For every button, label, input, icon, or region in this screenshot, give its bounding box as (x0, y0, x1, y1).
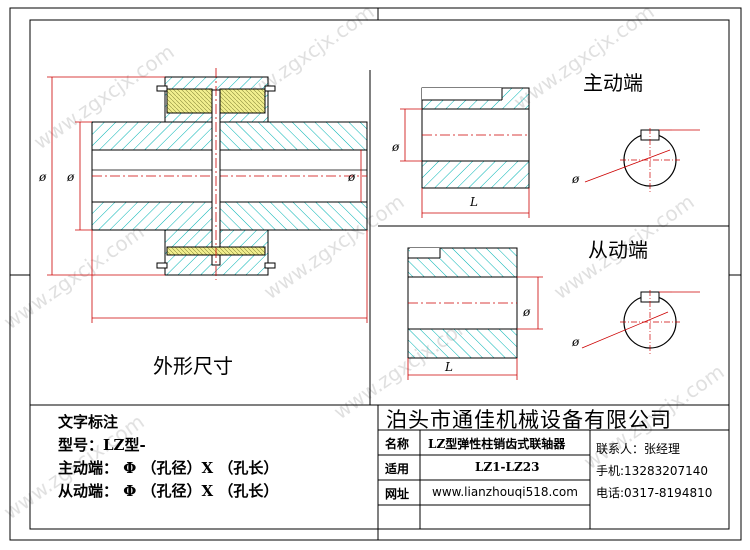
outline-view-title: 外形尺寸 (153, 354, 233, 378)
annotation-model: 型号：LZ型- (58, 436, 146, 454)
driving-length-symbol: L (470, 195, 478, 209)
driving-end-dimensions (400, 108, 530, 218)
driven-end-title: 从动端 (588, 238, 648, 262)
phone-number: 电话:0317-8194810 (596, 486, 713, 500)
driving-end-bore-circle (584, 128, 700, 192)
annotation-driven: 从动端： Φ （孔径）X （孔长） (58, 482, 279, 500)
outline-dimensions (47, 76, 368, 323)
annotation-heading: 文字标注 (58, 413, 119, 431)
name-label: 名称 (385, 437, 410, 451)
annotation-driving: 主动端： Φ （孔径）X （孔长） (58, 459, 279, 477)
driven-circle-dia-symbol: ø (572, 335, 580, 349)
driving-end-section (421, 87, 530, 189)
driving-bore-dia-symbol: ø (392, 140, 400, 154)
title-block-grid (377, 404, 730, 530)
company-name: 泊头市通佳机械设备有限公司 (386, 408, 672, 432)
web-value[interactable]: www.lianzhouqi518.com (432, 485, 578, 499)
coupling-section-view (91, 68, 368, 280)
use-value: LZ1-LZ23 (475, 460, 540, 474)
driving-circle-dia-symbol: ø (572, 172, 580, 186)
driving-end-title: 主动端 (583, 71, 643, 95)
outer-dia-symbol: ø (39, 170, 47, 184)
contact-person: 联系人：张经理 (596, 442, 681, 456)
hub-dia-symbol: ø (67, 170, 75, 184)
driven-end-bore-circle (581, 290, 700, 354)
use-label: 适用 (385, 462, 410, 476)
driven-bore-dia-symbol: ø (523, 305, 531, 319)
driven-end-section (407, 247, 518, 359)
name-value: LZ型弹性柱销齿式联轴器 (428, 437, 566, 451)
mobile-number: 手机:13283207140 (596, 464, 709, 478)
driven-end-dimensions (407, 276, 543, 380)
web-label: 网址 (385, 487, 410, 501)
svg-text:www.zgxcjx.com: www.zgxcjx.com (509, 0, 659, 114)
bore-dia-symbol: ø (348, 170, 356, 184)
driven-length-symbol: L (445, 360, 453, 374)
svg-text:www.zgxcjx.com: www.zgxcjx.com (0, 219, 149, 334)
